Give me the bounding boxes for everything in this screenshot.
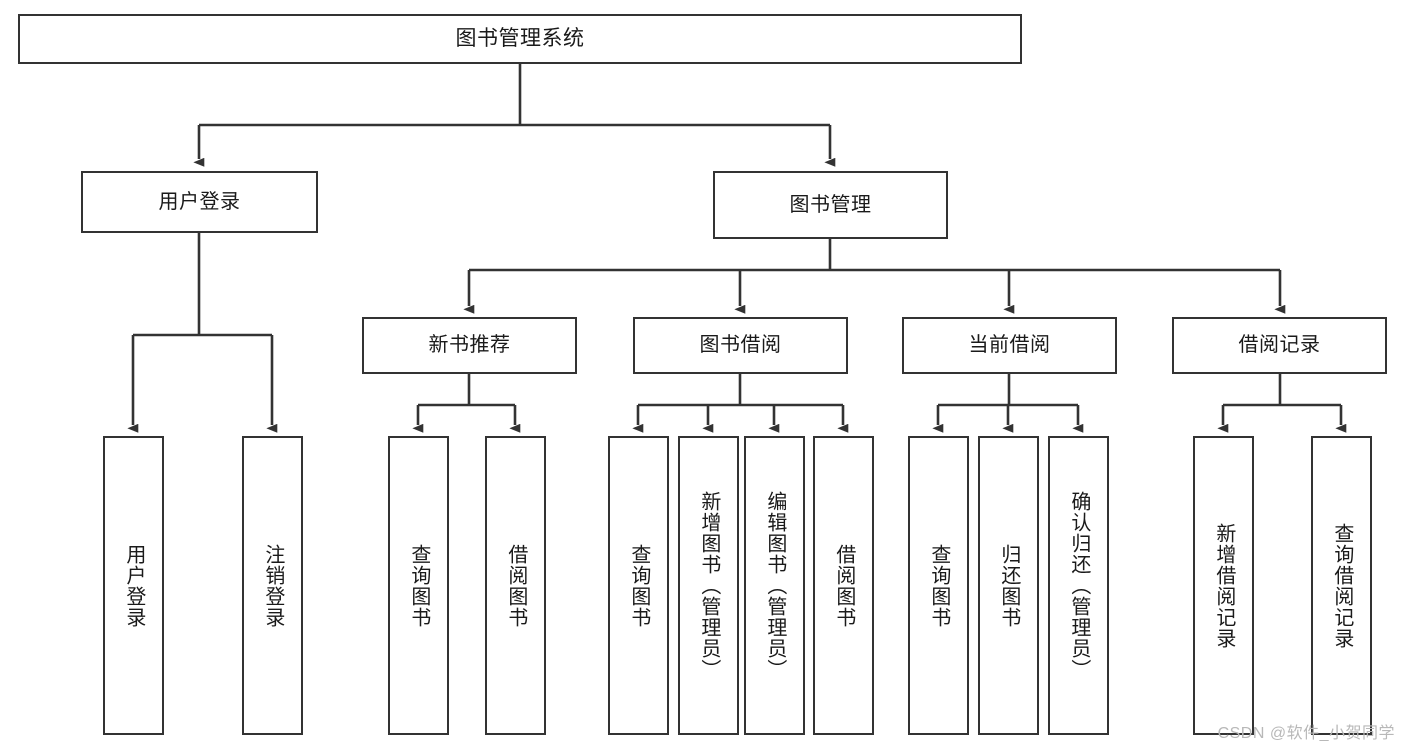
node-root-system[interactable]: 图书管理系统 [18,14,1022,64]
leaf-newbook-borrow-books[interactable]: 借阅图书 [485,436,546,735]
node-label: 确认归还（管理员） [1067,491,1090,680]
node-book-management[interactable]: 图书管理 [713,171,948,239]
node-label: 新书推荐 [428,334,511,357]
node-label: 图书借阅 [699,334,782,357]
node-label: 用户登录 [122,543,145,628]
node-label: 新增借阅记录 [1212,522,1235,649]
node-book-borrow[interactable]: 图书借阅 [633,317,848,374]
leaf-borrow-edit-book-admin[interactable]: 编辑图书（管理员） [744,436,805,735]
node-label: 查询借阅记录 [1330,522,1353,649]
node-label: 借阅记录 [1238,334,1321,357]
node-label: 注销登录 [261,543,284,628]
node-label: 图书管理系统 [455,27,585,51]
node-label: 新增图书（管理员） [697,491,720,680]
node-current-borrow[interactable]: 当前借阅 [902,317,1117,374]
node-user-login[interactable]: 用户登录 [81,171,318,233]
node-label: 借阅图书 [832,543,855,628]
leaf-borrow-query-books[interactable]: 查询图书 [608,436,669,735]
node-new-book-recommend[interactable]: 新书推荐 [362,317,577,374]
watermark: CSDN @软件_小贺同学 [1217,725,1395,742]
leaf-newbook-query-books[interactable]: 查询图书 [388,436,449,735]
node-label: 用户登录 [158,190,241,213]
leaf-record-query-record[interactable]: 查询借阅记录 [1311,436,1372,735]
node-label: 编辑图书（管理员） [763,491,786,680]
node-label: 查询图书 [407,543,430,628]
node-borrow-record[interactable]: 借阅记录 [1172,317,1387,374]
leaf-user-login[interactable]: 用户登录 [103,436,164,735]
leaf-record-add-record[interactable]: 新增借阅记录 [1193,436,1254,735]
leaf-current-confirm-return-admin[interactable]: 确认归还（管理员） [1048,436,1109,735]
leaf-borrow-borrow-books[interactable]: 借阅图书 [813,436,874,735]
leaf-current-query-books[interactable]: 查询图书 [908,436,969,735]
node-label: 当前借阅 [968,334,1051,357]
node-label: 归还图书 [997,543,1020,628]
node-label: 图书管理 [789,193,872,216]
leaf-current-return-books[interactable]: 归还图书 [978,436,1039,735]
node-label: 查询图书 [927,543,950,628]
node-label: 借阅图书 [504,543,527,628]
node-label: 查询图书 [627,543,650,628]
leaf-logout[interactable]: 注销登录 [242,436,303,735]
leaf-borrow-add-book-admin[interactable]: 新增图书（管理员） [678,436,739,735]
